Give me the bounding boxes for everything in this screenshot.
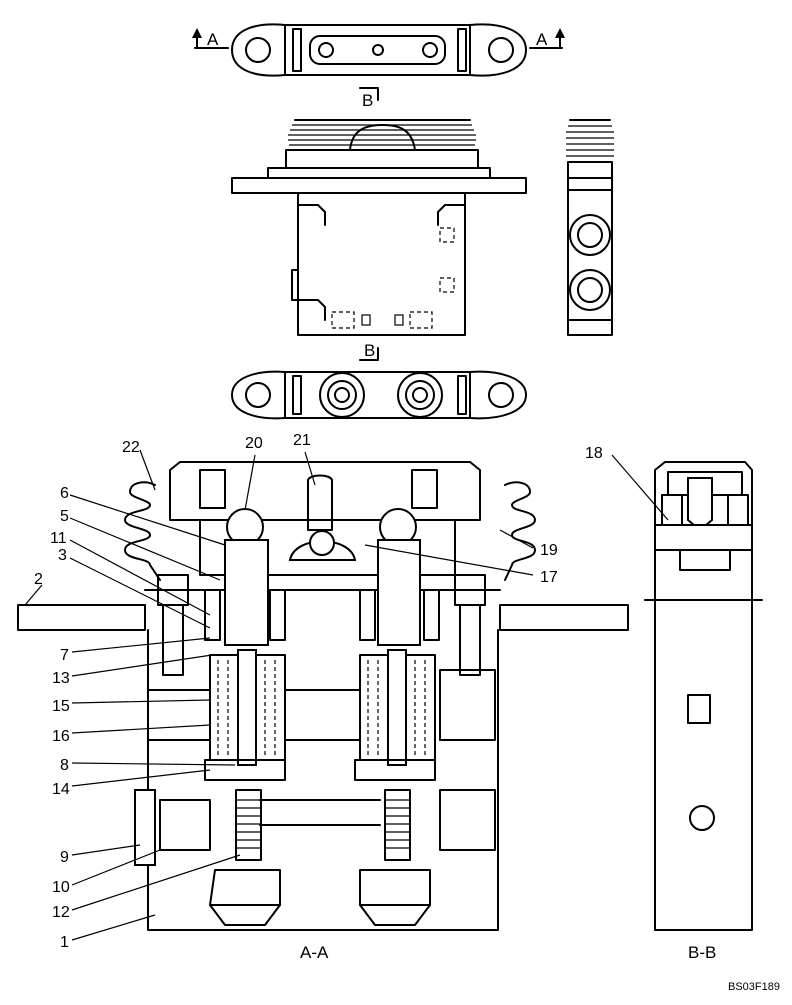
callout-12: 12 [52, 904, 70, 921]
callout-22: 22 [122, 439, 140, 456]
section-title-a-a: A-A [300, 943, 329, 962]
leader-lines [24, 449, 669, 941]
callout-labels: 22 20 21 6 5 11 3 2 7 13 15 16 8 14 9 10… [34, 432, 603, 951]
side-view [566, 119, 614, 336]
drawing-code: BS03F189 [728, 981, 780, 993]
callout-9: 9 [60, 849, 69, 866]
callout-21: 21 [293, 432, 311, 449]
callout-11: 11 [50, 530, 67, 547]
callout-2: 2 [34, 571, 43, 588]
callout-10: 10 [52, 879, 70, 896]
callout-5: 5 [60, 508, 69, 525]
callout-15: 15 [52, 698, 70, 715]
section-a-a [17, 461, 629, 931]
callout-13: 13 [52, 670, 70, 687]
cut-label-b-bottom: B [364, 341, 375, 360]
callout-3: 3 [58, 547, 67, 564]
front-view: B B [231, 87, 527, 361]
callout-6: 7 [60, 647, 69, 664]
bottom-view [231, 370, 527, 420]
cut-label-a-left: A [207, 30, 219, 49]
callout-7: 6 [60, 485, 69, 502]
callout-20: 20 [245, 435, 263, 452]
section-title-b-b: B-B [688, 943, 716, 962]
callout-16: 16 [52, 728, 70, 745]
cut-label-a-right: A [536, 30, 548, 49]
callout-8: 8 [60, 757, 69, 774]
callout-17: 17 [540, 569, 558, 586]
cut-label-b-top: B [362, 91, 373, 110]
section-b-b [644, 461, 763, 931]
callout-19: 19 [540, 542, 558, 559]
callout-1: 1 [60, 934, 69, 951]
callout-18: 18 [585, 445, 603, 462]
callout-14: 14 [52, 781, 70, 798]
top-view: A A [192, 23, 565, 77]
